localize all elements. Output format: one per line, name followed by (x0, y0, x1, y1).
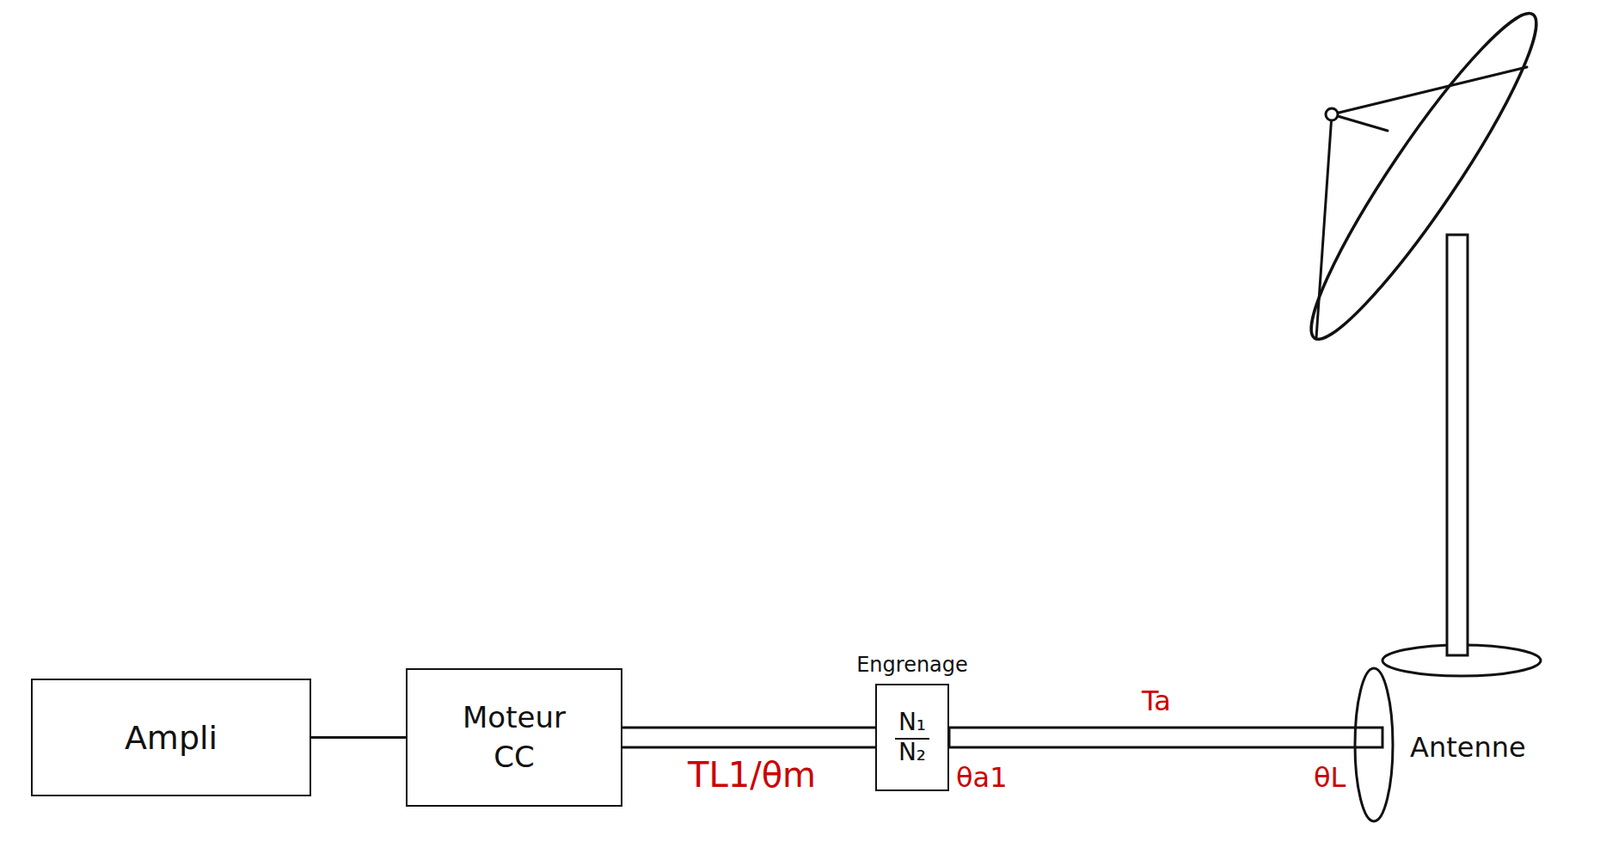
box-label: Moteur CC (449, 698, 579, 778)
motor-shaft (622, 727, 876, 748)
amplifier-box: Ampli (30, 678, 312, 797)
component-name: Antenne (1409, 730, 1527, 764)
antenna-hub (1354, 668, 1393, 822)
antenna-dish (1287, 0, 1561, 356)
angle-label: θa1 (956, 760, 1008, 794)
feed-strut (1316, 114, 1332, 338)
box-label: Ampli (124, 718, 218, 757)
feed-horn (1325, 108, 1338, 121)
gear-box: EngrenageN₁N₂ (875, 683, 950, 791)
gear-ratio-term: N₂ (898, 739, 926, 767)
wire (311, 735, 406, 739)
gear-ratio-term: N₁ (895, 709, 930, 740)
feed-strut (1331, 67, 1527, 115)
angle-label: θL (1313, 760, 1346, 794)
feed-strut (1331, 114, 1388, 131)
torque-angle-label: TL1/θm (687, 754, 816, 795)
output-shaft (949, 727, 1383, 748)
torque-label: Ta (1141, 684, 1171, 718)
motor-box: Moteur CC (405, 668, 623, 807)
antenna-mast (1446, 234, 1468, 656)
gear-heading: Engrenage (856, 652, 969, 677)
